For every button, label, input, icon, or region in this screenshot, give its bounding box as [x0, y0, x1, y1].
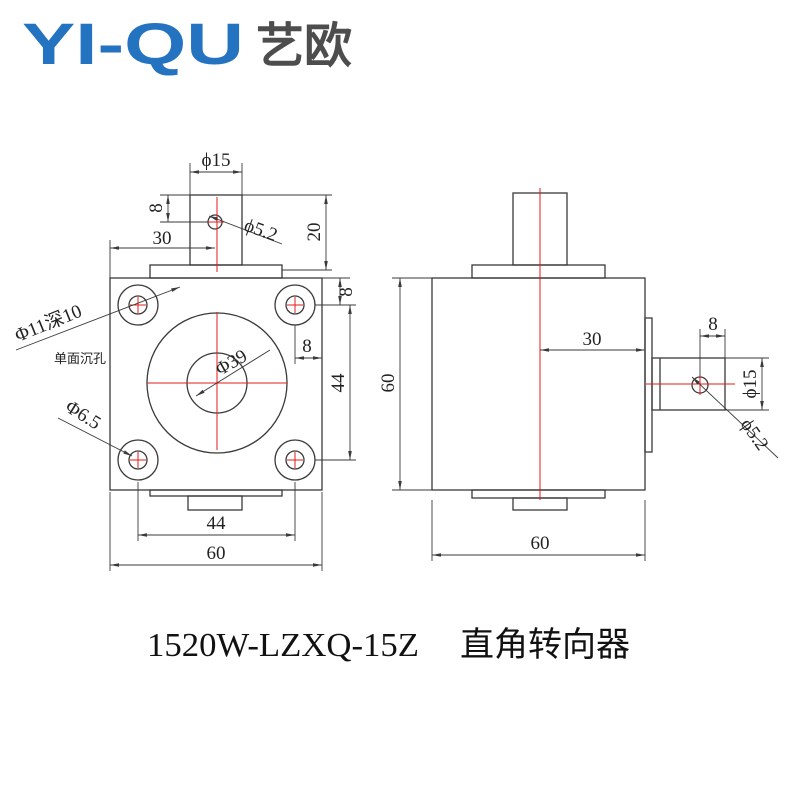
- front-centerlines: [130, 197, 303, 468]
- dim-front-hole-edge-side: 8: [294, 325, 322, 364]
- title-model-number: 1520W-LZXQ-15Z: [147, 627, 419, 664]
- front-top-shaft: [189, 194, 243, 266]
- leader-front-mounting-hole: Φ6.5: [57, 396, 133, 457]
- dim-side-shaft-diameter: ϕ15: [725, 357, 769, 411]
- front-bottom-flange: [149, 489, 283, 497]
- side-main-body: [431, 277, 646, 491]
- side-top-flange: [471, 264, 606, 279]
- hole-tr-inner: [285, 295, 305, 315]
- side-right-flange: [644, 317, 653, 453]
- front-hole-spacing-vertical-label: 44: [328, 373, 349, 393]
- side-shaft-diameter-label: ϕ15: [740, 369, 761, 398]
- brand-logo: YI-QU 艺欧: [22, 12, 352, 77]
- front-body-width-label: 60: [207, 543, 226, 564]
- hole-bl-inner: [128, 450, 148, 470]
- dim-front-shaft-length: 20: [242, 194, 332, 271]
- front-shaft-diameter-label: ϕ15: [201, 150, 230, 171]
- front-shaft-offset-label: 30: [153, 228, 172, 249]
- dim-front-hole-spacing-vertical: 44: [315, 305, 356, 461]
- front-shaft-length-label: 20: [304, 223, 325, 242]
- side-shaft-offset-label: 30: [583, 329, 602, 350]
- front-pin-offset-label: 8: [146, 203, 167, 213]
- hole-tl-inner: [128, 295, 148, 315]
- front-counterbore-note: 单面沉孔: [54, 352, 106, 367]
- front-pin-hole-label: ϕ5.2: [241, 215, 280, 246]
- hole-tl-outer: [117, 284, 159, 326]
- logo-latin-text: YI-QU: [22, 12, 244, 77]
- leader-front-counterbore: Φ11深10 单面沉孔: [12, 286, 181, 367]
- leader-front-pin-hole: ϕ5.2: [208, 215, 283, 246]
- front-mounting-hole-label: Φ6.5: [61, 396, 104, 434]
- front-view: ϕ15 8 20 30 ϕ5.2: [12, 150, 357, 571]
- dim-front-pin-offset: 8: [146, 194, 208, 223]
- hole-br-inner: [285, 450, 305, 470]
- front-hole-edge-top-label: 8: [336, 287, 357, 297]
- side-body-height-label: 60: [378, 374, 399, 393]
- logo-chinese-text: 艺欧: [256, 18, 352, 74]
- dim-front-hole-edge-top: 8: [315, 277, 357, 306]
- front-center-bore-label: Φ39: [212, 346, 251, 381]
- dim-front-body-width: 60: [109, 492, 323, 571]
- side-view-body: [431, 192, 726, 511]
- leader-side-pin-hole: ϕ5.2: [691, 376, 779, 459]
- side-centerlines: [539, 188, 735, 500]
- front-top-flange: [149, 264, 283, 279]
- leader-front-center-bore: Φ39: [195, 346, 271, 397]
- side-body-width-label: 60: [531, 533, 550, 554]
- front-counterbore-label: Φ11深10: [12, 300, 85, 347]
- hole-bl-outer: [117, 439, 159, 481]
- side-pin-hole-label: ϕ5.2: [736, 415, 773, 455]
- front-hole-edge-side-label: 8: [302, 336, 312, 357]
- side-bottom-flange: [471, 489, 606, 499]
- title-product-name: 直角转向器: [460, 625, 630, 665]
- dim-front-shaft-diameter: ϕ15: [189, 150, 243, 195]
- drawing-title: 1520W-LZXQ-15Z 直角转向器: [147, 625, 630, 665]
- dim-side-body-height: 60: [378, 277, 432, 491]
- dim-side-shaft-offset: 30: [540, 329, 645, 352]
- side-view: 60 30 8 ϕ15 ϕ5.2: [378, 188, 779, 561]
- dim-front-hole-spacing-horizontal: 44: [137, 482, 296, 541]
- front-hole-spacing-horizontal-label: 44: [207, 513, 227, 534]
- dim-front-shaft-offset: 30: [109, 228, 215, 278]
- side-pin-offset-label: 8: [708, 314, 718, 335]
- front-bottom-shaft: [187, 495, 243, 511]
- front-view-body: [109, 194, 323, 511]
- dim-side-pin-offset: 8: [699, 314, 726, 376]
- dim-side-body-width: 60: [431, 500, 646, 561]
